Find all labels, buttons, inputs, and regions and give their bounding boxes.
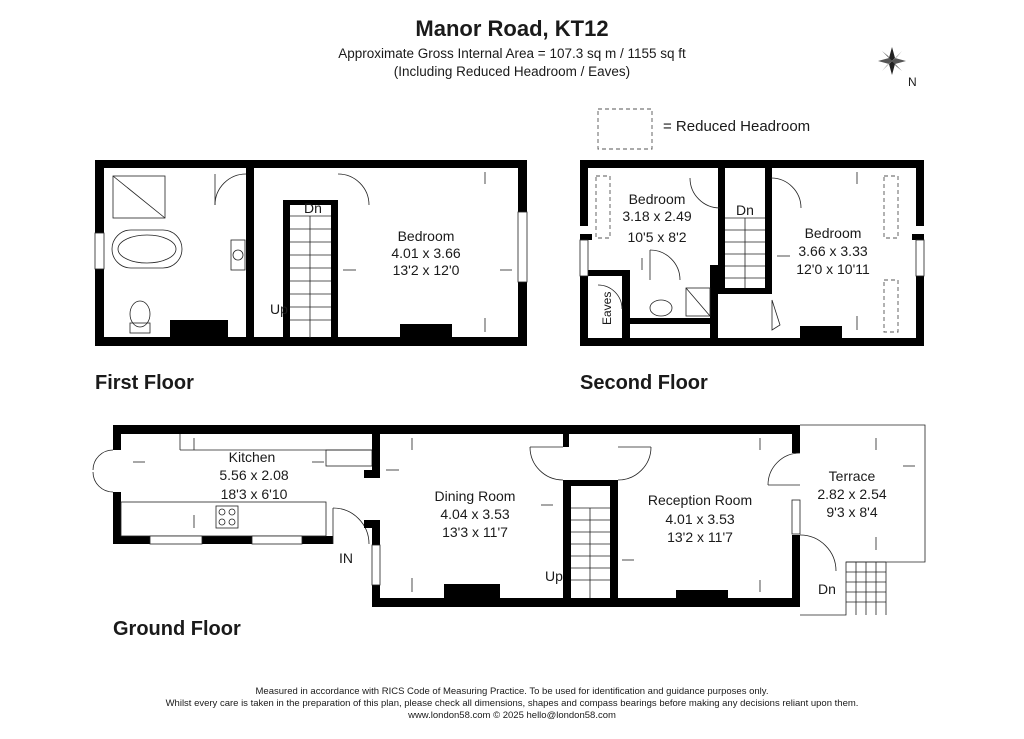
kitchen-name: Kitchen (229, 449, 276, 465)
first-floor-dn-label: Dn (304, 200, 322, 216)
hob-icon (215, 505, 239, 529)
second-floor-label: Second Floor (580, 372, 708, 394)
ground-floor-plan: IN Up (92, 424, 926, 616)
footer-contact: www.london58.com © 2025 hello@london58.c… (408, 710, 616, 721)
area-line: Approximate Gross Internal Area = 107.3 … (338, 46, 686, 61)
footer-disclaimer: Measured in accordance with RICS Code of… (255, 686, 769, 697)
second-floor-plan: Dn Eaves Bedroom 3.18 x 2.49 10'5 x 8'2 … (579, 160, 925, 346)
ground-floor-label: Ground Floor (113, 618, 241, 640)
first-floor-label: First Floor (95, 372, 194, 394)
legend-label: = Reduced Headroom (663, 118, 811, 135)
second-bedroom-left-name: Bedroom (629, 191, 686, 207)
eaves-label: Eaves (600, 292, 614, 325)
dining-room-imperial: 13'3 x 11'7 (442, 524, 508, 540)
plan-title: Manor Road, KT12 (415, 16, 609, 41)
second-bedroom-left-imperial: 10'5 x 8'2 (627, 229, 686, 245)
terrace-imperial: 9'3 x 8'4 (826, 504, 877, 520)
headroom-note: (Including Reduced Headroom / Eaves) (393, 64, 631, 79)
reception-room-metric: 4.01 x 3.53 (665, 511, 734, 527)
terrace-dn-label: Dn (818, 581, 836, 597)
terrace-name: Terrace (829, 468, 876, 484)
first-floor-up-label: Up (270, 301, 288, 317)
kitchen-imperial: 18'3 x 6'10 (221, 486, 288, 502)
first-bedroom-name: Bedroom (398, 228, 455, 244)
first-floor-plan: Dn Up Bedroom 4.01 x 3.66 13'2 x 12'0 (94, 160, 528, 346)
first-bedroom-imperial: 13'2 x 12'0 (393, 262, 460, 278)
second-bedroom-right-metric: 3.66 x 3.33 (798, 243, 867, 259)
dining-room-name: Dining Room (435, 488, 516, 504)
second-floor-dn-label: Dn (736, 202, 754, 218)
kitchen-metric: 5.56 x 2.08 (219, 467, 288, 483)
terrace-metric: 2.82 x 2.54 (817, 486, 886, 502)
dining-room-metric: 4.04 x 3.53 (440, 506, 509, 522)
compass-north-label: N (908, 75, 917, 89)
second-bedroom-right-imperial: 12'0 x 10'11 (796, 261, 870, 277)
ground-floor-up-label: Up (545, 568, 563, 584)
reduced-headroom-swatch (597, 108, 653, 150)
second-bedroom-left-metric: 3.18 x 2.49 (622, 208, 691, 224)
compass-icon: N (878, 47, 917, 89)
reception-room-imperial: 13'2 x 11'7 (667, 529, 733, 545)
reception-room-name: Reception Room (648, 492, 752, 508)
entrance-label: IN (339, 550, 353, 566)
footer-warning: Whilst every care is taken in the prepar… (165, 698, 859, 709)
second-bedroom-right-name: Bedroom (805, 225, 862, 241)
first-bedroom-metric: 4.01 x 3.66 (391, 245, 460, 261)
